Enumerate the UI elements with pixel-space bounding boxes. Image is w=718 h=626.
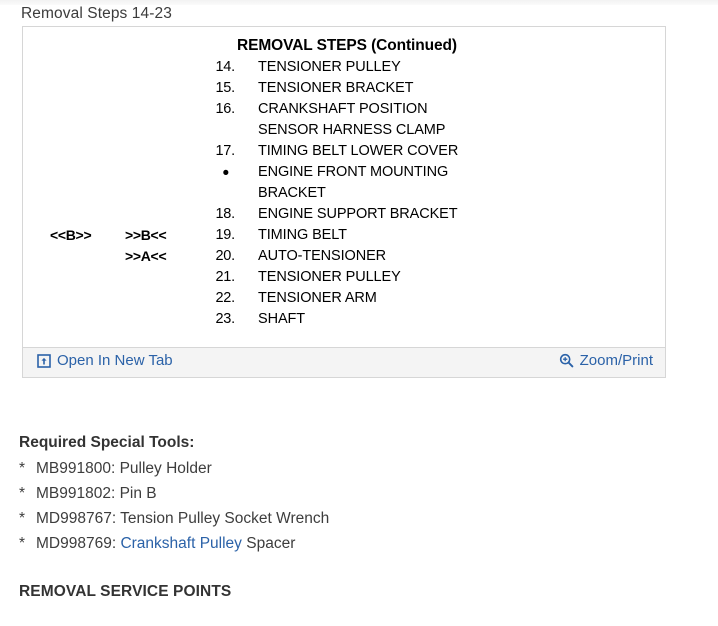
tool-text: MB991802: Pin B [36,485,157,502]
figure-image-area: REMOVAL STEPS (Continued) 14. TENSIONER P… [23,27,665,348]
figure-heading: REMOVAL STEPS (Continued) [237,37,457,54]
step-marker-right: >>A<< [125,248,167,264]
crankshaft-pulley-link[interactable]: Crankshaft Pulley [120,535,242,552]
tool-list-item: * MD998767: Tension Pulley Socket Wrench [19,510,329,528]
required-special-tools-heading: Required Special Tools: [19,434,195,451]
tool-text-post: Spacer [241,535,296,552]
removal-step-row: 15. TENSIONER BRACKET [23,80,665,101]
step-label: TIMING BELT [258,227,347,243]
zoom-print-button[interactable]: Zoom/Print [559,352,653,369]
removal-step-row: 22. TENSIONER ARM [23,290,665,311]
step-marker-left: <<B>> [50,227,92,243]
removal-step-row: • ENGINE FRONT MOUNTING [23,164,665,185]
tool-list-item: * MB991800: Pulley Holder [19,460,212,478]
step-label: BRACKET [258,185,326,201]
step-number: 23. [215,311,235,327]
step-number: 20. [215,248,235,264]
step-label: TIMING BELT LOWER COVER [258,143,459,159]
step-label: ENGINE FRONT MOUNTING [258,164,449,180]
open-in-new-tab-button[interactable]: Open In New Tab [37,352,173,369]
step-label: SENSOR HARNESS CLAMP [258,122,446,138]
figure-card: REMOVAL STEPS (Continued) 14. TENSIONER P… [22,26,666,378]
step-number: 18. [215,206,235,222]
step-marker-right: >>B<< [125,227,167,243]
step-bullet: • [222,163,230,184]
step-label: SHAFT [258,311,306,327]
removal-step-row: 16. CRANKSHAFT POSITION [23,101,665,122]
step-label: TENSIONER PULLEY [258,59,401,75]
removal-step-row: >>A<< 20. AUTO-TENSIONER [23,248,665,269]
step-number: 14. [215,59,235,75]
step-number: 21. [215,269,235,285]
step-number: 19. [215,227,235,243]
figure-footer-toolbar: Open In New Tab Zoom/Print [23,347,665,377]
step-label: TENSIONER ARM [258,290,377,306]
tool-bullet: * [19,485,26,502]
step-label: ENGINE SUPPORT BRACKET [258,206,458,222]
tool-bullet: * [19,535,26,552]
zoom-print-label: Zoom/Print [579,352,653,369]
tool-bullet: * [19,510,26,527]
step-label: AUTO-TENSIONER [258,248,387,264]
page-title: Removal Steps 14-23 [21,5,172,22]
removal-step-row: BRACKET [23,185,665,206]
step-number: 17. [215,143,235,159]
removal-step-row: 17. TIMING BELT LOWER COVER [23,143,665,164]
removal-step-row: 23. SHAFT [23,311,665,332]
removal-step-row: 14. TENSIONER PULLEY [23,59,665,80]
step-label: CRANKSHAFT POSITION [258,101,428,117]
open-in-new-tab-icon [37,353,51,368]
tool-list-item: * MB991802: Pin B [19,485,157,503]
tool-text: MD998767: Tension Pulley Socket Wrench [36,510,330,527]
step-label: TENSIONER PULLEY [258,269,401,285]
magnifier-plus-icon [559,353,574,368]
top-gradient-strip [0,0,718,5]
step-number: 16. [215,101,235,117]
step-number: 15. [215,80,235,96]
removal-step-row: SENSOR HARNESS CLAMP [23,122,665,143]
step-label: TENSIONER BRACKET [258,80,414,96]
removal-step-row: 21. TENSIONER PULLEY [23,269,665,290]
tool-bullet: * [19,460,26,477]
open-in-new-tab-label: Open In New Tab [57,352,173,369]
removal-step-row: 18. ENGINE SUPPORT BRACKET [23,206,665,227]
tool-list-item: * MD998769: Crankshaft Pulley Spacer [19,535,295,553]
removal-step-row: <<B>> >>B<< 19. TIMING BELT [23,227,665,248]
tool-text-pre: MD998769: [36,535,121,552]
removal-service-points-heading: REMOVAL SERVICE POINTS [19,583,232,600]
step-number: 22. [215,290,235,306]
tool-text: MB991800: Pulley Holder [36,460,212,477]
